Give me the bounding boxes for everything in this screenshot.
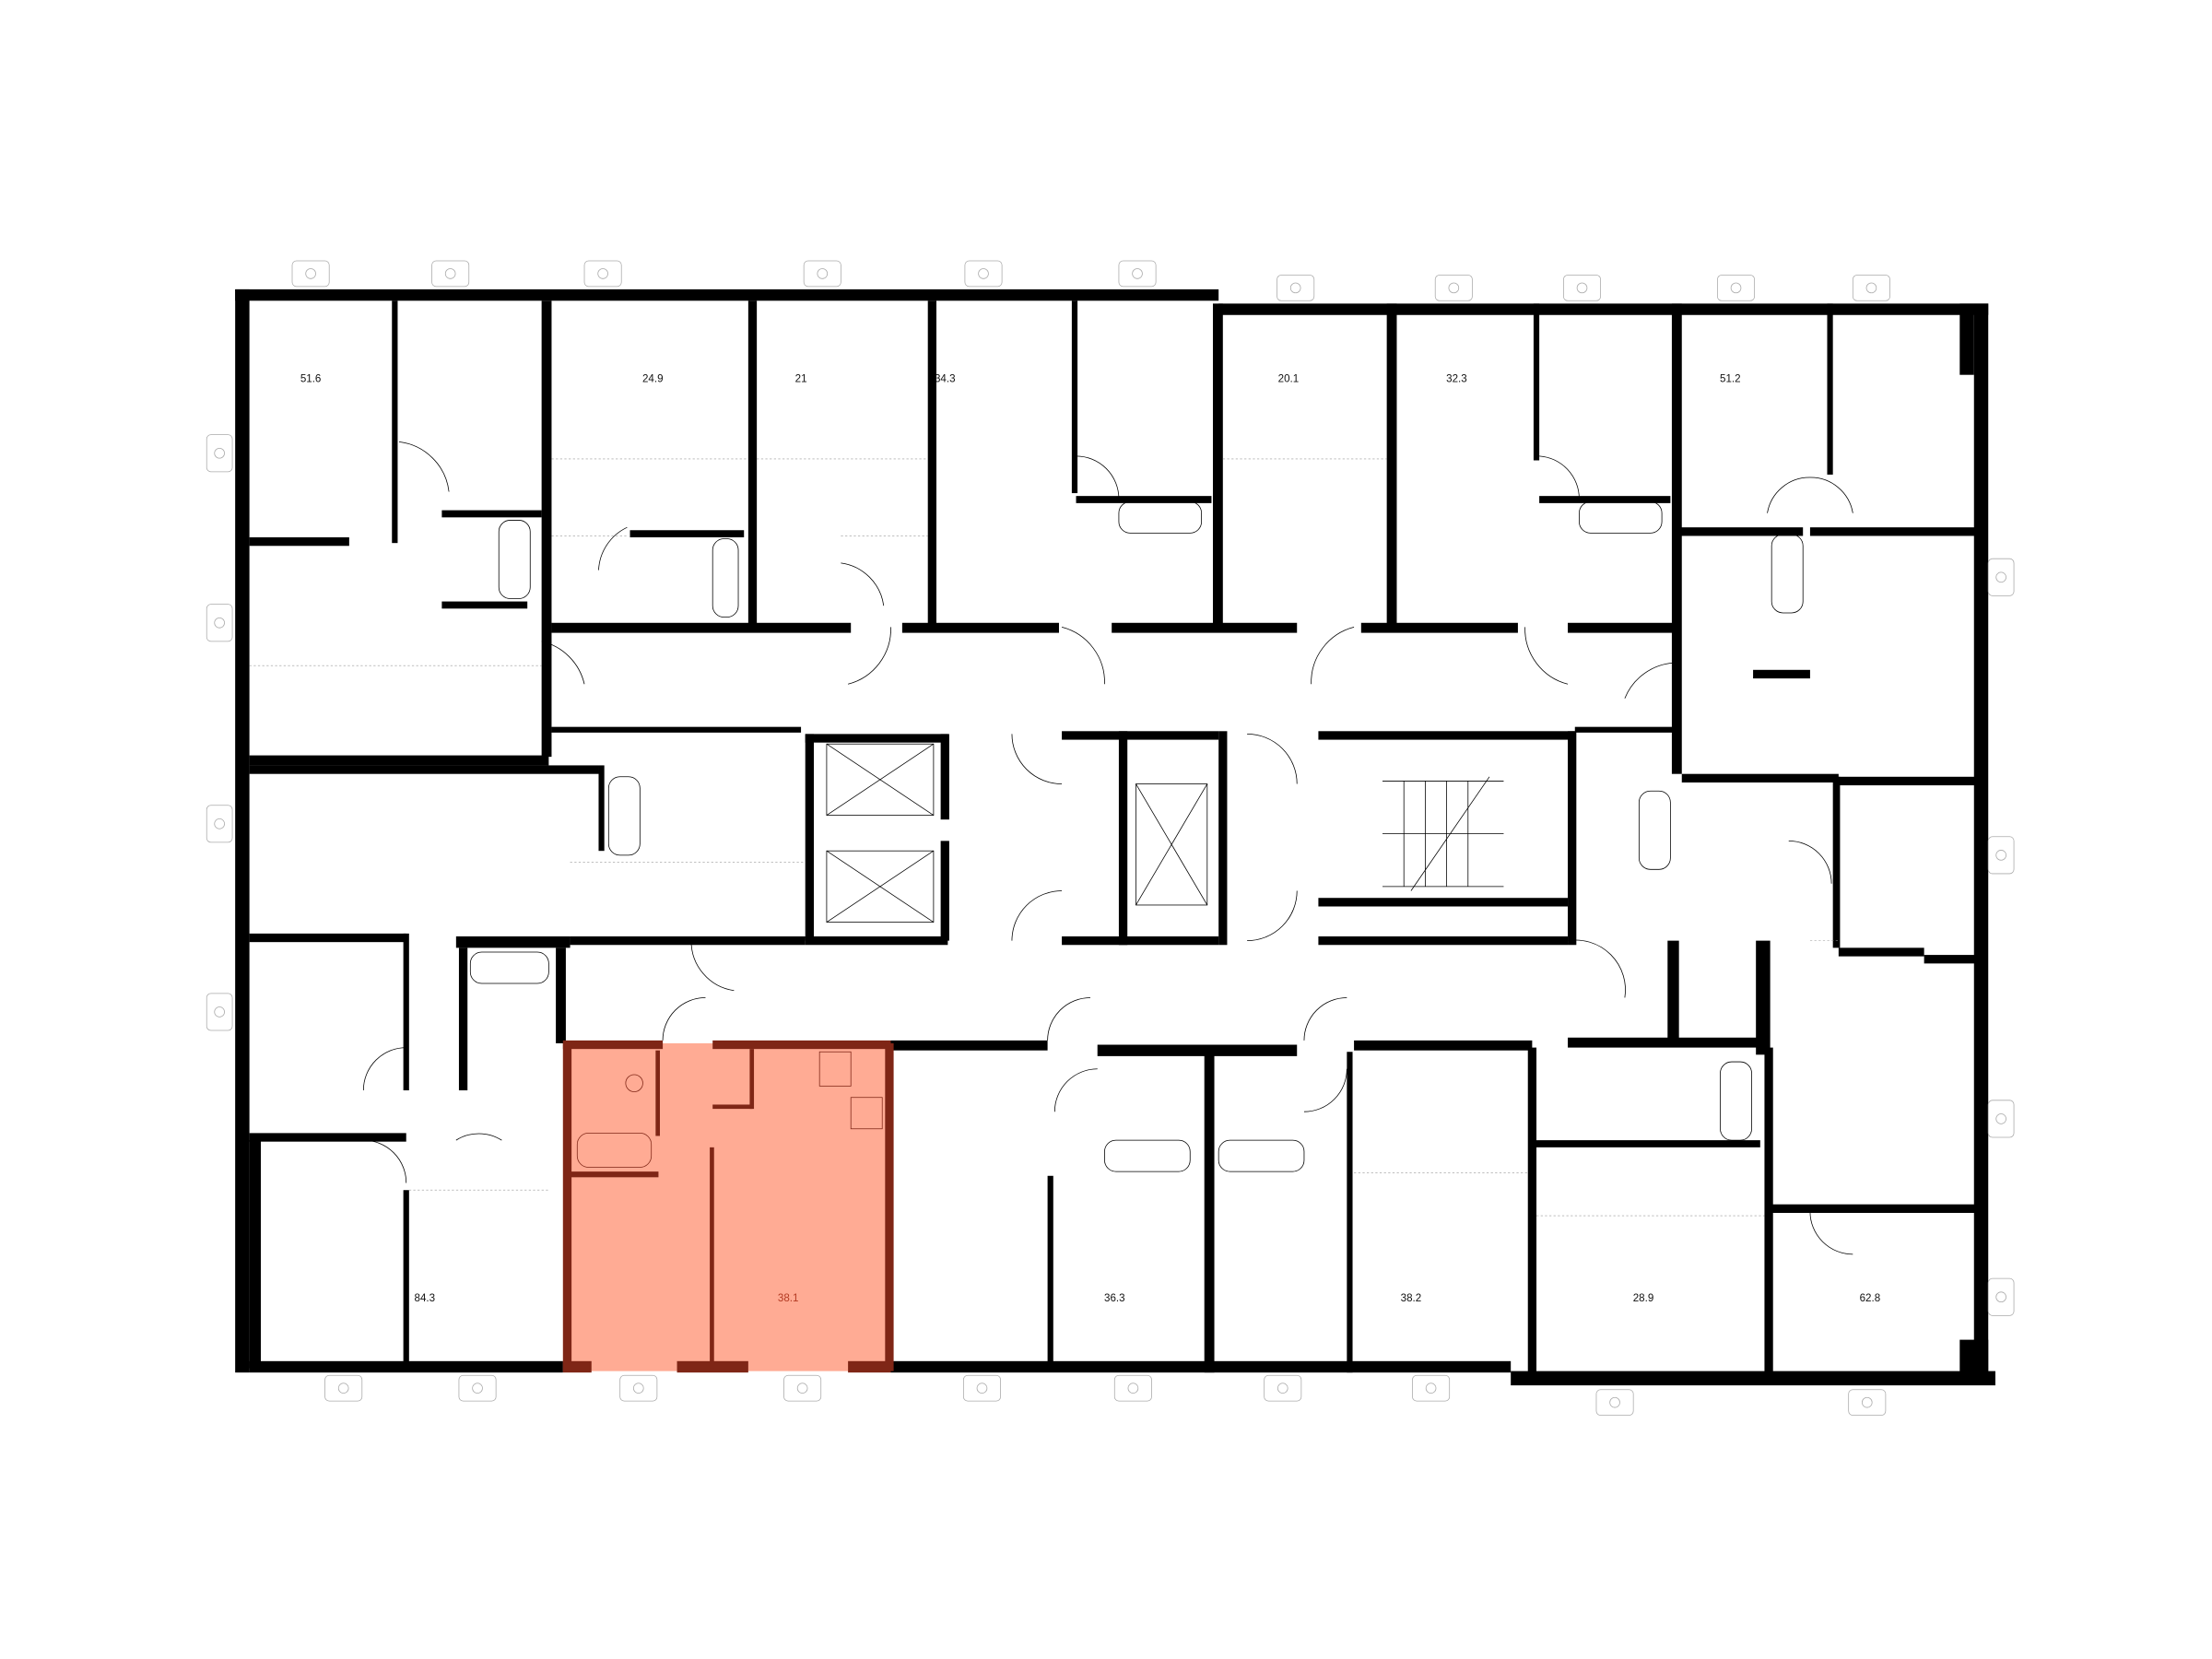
unit-area-label[interactable]: 34.3 — [935, 373, 956, 384]
unit-area-label[interactable]: 84.3 — [415, 1293, 436, 1304]
window-markers — [206, 260, 2015, 1416]
window-icon-mark — [1576, 282, 1588, 294]
window-icon-mark — [214, 447, 225, 459]
window-icon-mark — [305, 268, 316, 279]
window-icon-mark — [214, 1006, 225, 1018]
window-icon-mark — [472, 1382, 483, 1394]
unit-area-label-highlighted[interactable]: 38.1 — [778, 1293, 799, 1304]
window-icon-mark — [337, 1382, 349, 1394]
window-icon-mark — [817, 268, 829, 279]
window-icon-mark — [1995, 571, 2006, 583]
unit-area-label[interactable]: 20.1 — [1278, 373, 1300, 384]
window-icon-mark — [978, 268, 989, 279]
window-icon-mark — [632, 1382, 644, 1394]
window-icon-mark — [214, 818, 225, 830]
unit-area-label[interactable]: 36.3 — [1104, 1293, 1125, 1304]
unit-area-label[interactable]: 21 — [795, 373, 807, 384]
window-icon-mark — [444, 268, 456, 279]
stairs-icon — [1382, 776, 1504, 891]
door-swing-icon — [362, 441, 1853, 1255]
window-icon-mark — [1861, 1396, 1873, 1408]
unit-area-label[interactable]: 62.8 — [1860, 1293, 1881, 1304]
window-icon-mark — [1995, 1113, 2006, 1124]
unit-area-label[interactable]: 38.2 — [1401, 1293, 1422, 1304]
elevator-icon — [826, 743, 1208, 923]
window-icon-mark — [1277, 1382, 1288, 1394]
walls — [235, 288, 1995, 1386]
window-icon-mark — [1995, 850, 2006, 861]
dashed-zone-lines — [249, 458, 1839, 1217]
window-icon-mark — [1730, 282, 1742, 294]
unit-area-label[interactable]: 32.3 — [1446, 373, 1467, 384]
window-icon-mark — [597, 268, 608, 279]
window-icon-mark — [1289, 282, 1301, 294]
bathtub-icon — [469, 500, 1804, 1172]
window-icon-mark — [976, 1382, 988, 1394]
window-icon-mark — [1609, 1396, 1620, 1408]
window-icon-mark — [1995, 1291, 2006, 1303]
unit-38-1-walls — [562, 1040, 894, 1373]
unit-area-label[interactable]: 51.2 — [1720, 373, 1741, 384]
unit-area-label[interactable]: 24.9 — [642, 373, 664, 384]
window-icon-mark — [1448, 282, 1460, 294]
window-icon-mark — [1127, 1382, 1139, 1394]
window-icon-mark — [796, 1382, 808, 1394]
unit-labels: 51.6 24.9 21 34.3 20.1 32.3 51.2 84.3 38… — [300, 373, 1880, 1303]
window-icon-mark — [214, 617, 225, 629]
unit-area-label[interactable]: 28.9 — [1633, 1293, 1654, 1304]
window-icon-mark — [1425, 1382, 1437, 1394]
window-icon-mark — [1132, 268, 1143, 279]
unit-38-1-highlight[interactable] — [562, 1042, 891, 1371]
window-icon-mark — [1865, 282, 1877, 294]
unit-area-label[interactable]: 51.6 — [300, 373, 322, 384]
